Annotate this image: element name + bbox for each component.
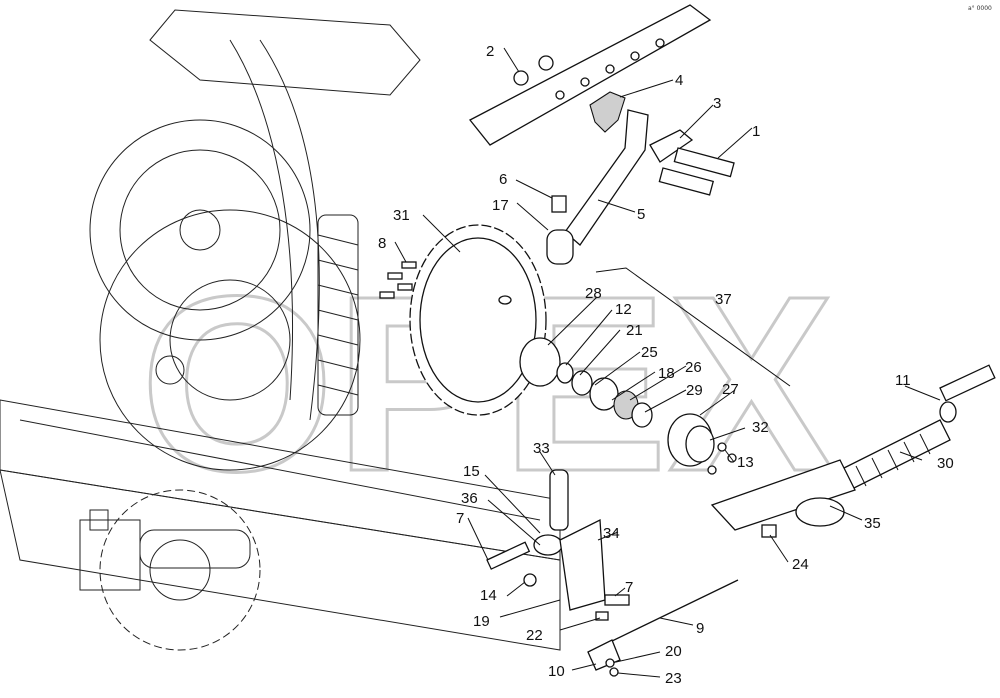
rear-disc-inner xyxy=(169,279,291,401)
part-37-bracket-line xyxy=(595,267,791,387)
callout-21: 21 xyxy=(626,322,643,339)
callout-3: 3 xyxy=(713,95,721,112)
part-30-spring xyxy=(839,419,951,491)
part-34-bracket xyxy=(559,518,606,611)
rear-disc-outer xyxy=(99,209,361,471)
callout-19: 19 xyxy=(473,613,490,630)
callout-27: 27 xyxy=(722,381,739,398)
part-23-nut xyxy=(609,667,619,677)
part-22-screw xyxy=(595,611,609,621)
part-33-pin xyxy=(549,469,569,531)
part-12-ring xyxy=(556,362,574,384)
part-3-plate xyxy=(649,129,694,163)
part-36-clamp xyxy=(533,534,563,556)
callout-18: 18 xyxy=(658,365,675,382)
part-35-boss xyxy=(795,497,845,527)
callout-22: 22 xyxy=(526,627,543,644)
part-17-bushing xyxy=(546,229,574,265)
part-5-arm xyxy=(564,109,649,246)
left-clamp-knob xyxy=(89,509,109,531)
left-axle-tube xyxy=(139,529,251,569)
callout-1: 1 xyxy=(752,123,760,140)
callout-10: 10 xyxy=(548,663,565,680)
part-25-ring xyxy=(571,370,593,396)
part-8-screws xyxy=(379,261,417,299)
callout-12: 12 xyxy=(615,301,632,318)
callout-13: 13 xyxy=(737,454,754,471)
callout-33: 33 xyxy=(533,440,550,457)
part-7-bolt-left xyxy=(486,541,531,570)
callout-36: 36 xyxy=(461,490,478,507)
callout-8: 8 xyxy=(378,235,386,252)
callout-15: 15 xyxy=(463,463,480,480)
back-disc-inner xyxy=(119,149,281,311)
lower-frame-beam xyxy=(0,469,561,651)
part-13-nuts xyxy=(707,442,737,475)
part-10-plate xyxy=(587,639,621,671)
callout-2: 2 xyxy=(486,43,494,60)
callout-4: 4 xyxy=(675,72,683,89)
callout-30: 30 xyxy=(937,455,954,472)
corner-mark: a° 0000 xyxy=(968,5,992,12)
part-6-bolt xyxy=(551,195,567,213)
part-1-bolts xyxy=(658,147,735,196)
callout-5: 5 xyxy=(637,206,645,223)
part-32-hub xyxy=(667,413,715,467)
callout-7-right: 7 xyxy=(625,579,633,596)
leader-lines xyxy=(394,47,941,678)
perforated-bar xyxy=(468,4,712,146)
back-disc-hub xyxy=(179,209,221,251)
callout-14: 14 xyxy=(480,587,497,604)
callout-25: 25 xyxy=(641,344,658,361)
part-9-rod xyxy=(609,579,739,643)
background-spring xyxy=(317,214,359,416)
callout-26: 26 xyxy=(685,359,702,376)
callout-11: 11 xyxy=(895,372,911,389)
callout-37: 37 xyxy=(715,291,732,308)
callouts: 1 2 3 4 5 6 7 7 8 9 10 11 12 13 14 15 17… xyxy=(378,43,954,687)
rear-disc-hub xyxy=(155,355,185,385)
callout-32: 32 xyxy=(752,419,769,436)
frame-edge-line xyxy=(19,419,541,521)
part-4-clamp xyxy=(589,91,626,133)
callout-17: 17 xyxy=(492,197,509,214)
part-28-flange xyxy=(519,337,561,387)
frame-top-bracket xyxy=(149,9,421,96)
spring-body xyxy=(317,214,359,416)
callout-31: 31 xyxy=(393,207,410,224)
callout-24: 24 xyxy=(792,556,809,573)
lower-notched-disc xyxy=(99,489,261,651)
part-14-nut xyxy=(523,573,537,587)
part-20-washer xyxy=(605,658,615,668)
callout-28: 28 xyxy=(585,285,602,302)
background-frame-assembly xyxy=(0,9,561,651)
callout-20: 20 xyxy=(665,643,682,660)
callout-9: 9 xyxy=(696,620,704,637)
part-29-seal xyxy=(631,402,653,428)
callout-29: 29 xyxy=(686,382,703,399)
arm-curve-left xyxy=(229,39,293,401)
callout-6: 6 xyxy=(499,171,507,188)
callout-7-left: 7 xyxy=(456,510,464,527)
callout-34: 34 xyxy=(603,525,620,542)
callout-23: 23 xyxy=(665,670,682,687)
callout-35: 35 xyxy=(864,515,881,532)
part-35-lever xyxy=(710,459,856,531)
holder-bar xyxy=(468,4,712,146)
part-11-washer xyxy=(939,401,957,423)
lower-disc-hub xyxy=(149,539,211,601)
part-7-bolt-right xyxy=(604,594,630,606)
part-31-notched-disc xyxy=(409,224,547,416)
arm-curve-right xyxy=(259,39,320,421)
back-disc-outer xyxy=(89,119,311,341)
part-24-bushing xyxy=(761,524,777,538)
part-11-bolt xyxy=(939,364,996,402)
part-2-nuts xyxy=(513,55,554,86)
